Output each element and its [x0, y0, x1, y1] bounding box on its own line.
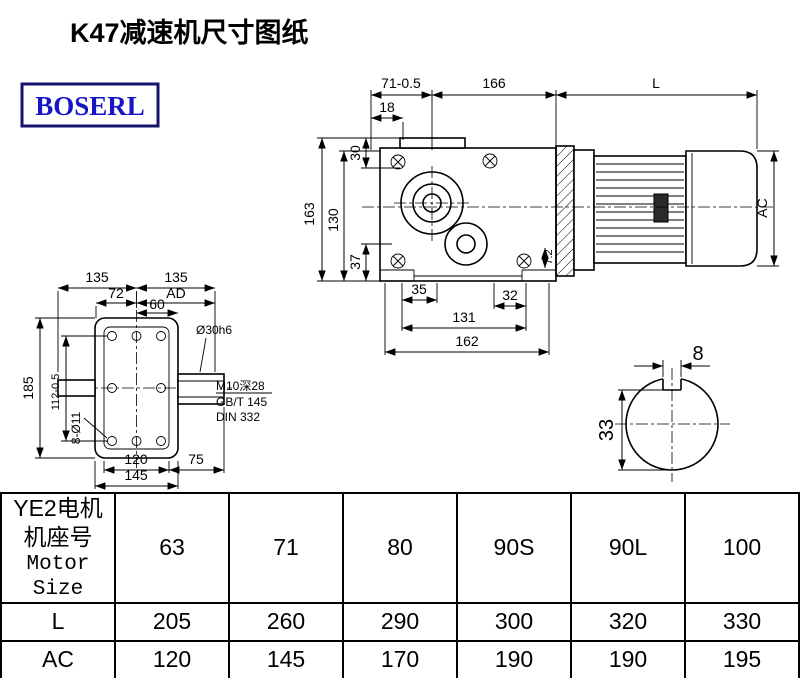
motor-size-table: YE2电机机座号 Motor Size 63 71 80 90S 90L 100…	[0, 492, 800, 678]
dim-162-label: 162	[455, 333, 479, 349]
dim-AC-label: AC	[754, 198, 770, 217]
AC-value: 195	[684, 639, 800, 678]
dim-130-label: 130	[325, 208, 341, 232]
dimension-drawing: K47减速机尺寸图纸 BOSERL	[20, 17, 779, 490]
coupling-flange	[555, 145, 575, 277]
bolt-icons	[390, 153, 532, 269]
dim-AD-label: AD	[166, 285, 185, 301]
shaft-dia-label: Ø30h6	[196, 323, 232, 337]
gearbox-body	[379, 137, 557, 282]
AC-value: 170	[342, 639, 458, 678]
dim-18-label: 18	[379, 99, 395, 115]
L-value: 320	[570, 601, 686, 642]
thread-notes: M10深28 GB/T 145 DIN 332	[216, 379, 272, 424]
side-top-dims: 71-0.5 166 L 18	[370, 75, 758, 150]
brand-text: BOSERL	[35, 91, 145, 121]
row-label-AC: AC	[0, 639, 116, 678]
dim-30-label: 30	[347, 145, 363, 161]
output-shaft	[177, 373, 225, 405]
L-value: 300	[456, 601, 572, 642]
motor-nameplate	[653, 193, 669, 223]
side-left-dims: 163 130 37 30	[301, 137, 400, 282]
dim-163-label: 163	[301, 202, 317, 226]
AC-value: 190	[570, 639, 686, 678]
dim-120-label: 120	[124, 451, 148, 467]
dim-7-2-label: 7.2	[543, 249, 555, 264]
motor-body	[362, 149, 775, 271]
page-title: K47减速机尺寸图纸	[70, 17, 309, 48]
AC-value: 120	[114, 639, 230, 678]
note-gbt-label: GB/T 145	[216, 395, 267, 409]
dim-37-label: 37	[347, 254, 363, 270]
table-header-row: YE2电机机座号 Motor Size 63 71 80 90S 90L 100	[0, 492, 800, 604]
fan-cowl	[685, 150, 758, 267]
dim-35-label: 35	[411, 281, 427, 297]
motor-size-80: 80	[342, 492, 458, 604]
input-shaft-circles	[394, 166, 470, 242]
output-bore-circle	[444, 222, 488, 266]
motor-size-header-en: Motor Size	[26, 552, 90, 601]
row-label-L: L	[0, 601, 116, 642]
motor-size-63: 63	[114, 492, 230, 604]
side-view: 71-0.5 166 L 18 163 130 37 30 7.2	[301, 75, 779, 356]
motor-size-71: 71	[228, 492, 344, 604]
note-din-label: DIN 332	[216, 410, 260, 424]
L-value: 290	[342, 601, 458, 642]
dim-185-label: 185	[20, 376, 36, 400]
dim-L-label: L	[652, 75, 660, 91]
AC-value: 145	[228, 639, 344, 678]
dim-33-label: 33	[596, 419, 618, 441]
motor-size-header-cell: YE2电机机座号 Motor Size	[0, 492, 116, 604]
shaft-height-dim: 33	[596, 389, 672, 471]
dim-72-label: 72	[108, 285, 124, 301]
front-view: 135 135 72 AD 60 Ø30h6 185 112-0.5 8-Ø11	[20, 269, 272, 490]
dim-7-2: 7.2	[541, 248, 555, 268]
L-value: 205	[114, 601, 230, 642]
brand-logo: BOSERL	[20, 82, 160, 128]
dim-166-label: 166	[482, 75, 506, 91]
front-bottom-dims: 120 75 145	[94, 407, 225, 490]
side-bottom-dims: 35 32 131 162	[384, 281, 550, 356]
L-value: 260	[228, 601, 344, 642]
motor-size-90S: 90S	[456, 492, 572, 604]
dim-135b-label: 135	[164, 269, 188, 285]
motor-size-90L: 90L	[570, 492, 686, 604]
input-shaft-stub	[57, 379, 96, 397]
dim-75-label: 75	[188, 451, 204, 467]
dim-8xd11-label: 8-Ø11	[69, 411, 83, 444]
front-top-dims: 135 135 72 AD 60 Ø30h6	[57, 269, 232, 373]
front-left-dims: 185 112-0.5 8-Ø11	[20, 317, 108, 459]
AC-value: 190	[456, 639, 572, 678]
dim-131-label: 131	[452, 309, 476, 325]
keyway-width-dim: 8	[634, 343, 710, 377]
dim-135a-label: 135	[85, 269, 109, 285]
motor-size-100: 100	[684, 492, 800, 604]
dim-145-label: 145	[124, 467, 148, 483]
L-value: 330	[684, 601, 800, 642]
dim-112-label: 112-0.5	[50, 374, 62, 411]
dim-60-label: 60	[149, 296, 165, 312]
shaft-section-view: 8 33	[596, 343, 730, 482]
note-m10-label: M10深28	[216, 379, 265, 393]
table-row-AC: AC 120 145 170 190 190 195	[0, 639, 800, 678]
dim-AC: AC	[754, 150, 779, 267]
table-row-L: L 205 260 290 300 320 330	[0, 601, 800, 642]
motor-ribs	[596, 163, 684, 253]
dim-32-label: 32	[502, 287, 518, 303]
motor-size-header-cn: YE2电机机座号	[13, 495, 103, 550]
dim-71-label: 71-0.5	[381, 75, 421, 91]
dim-8-label: 8	[692, 343, 703, 365]
